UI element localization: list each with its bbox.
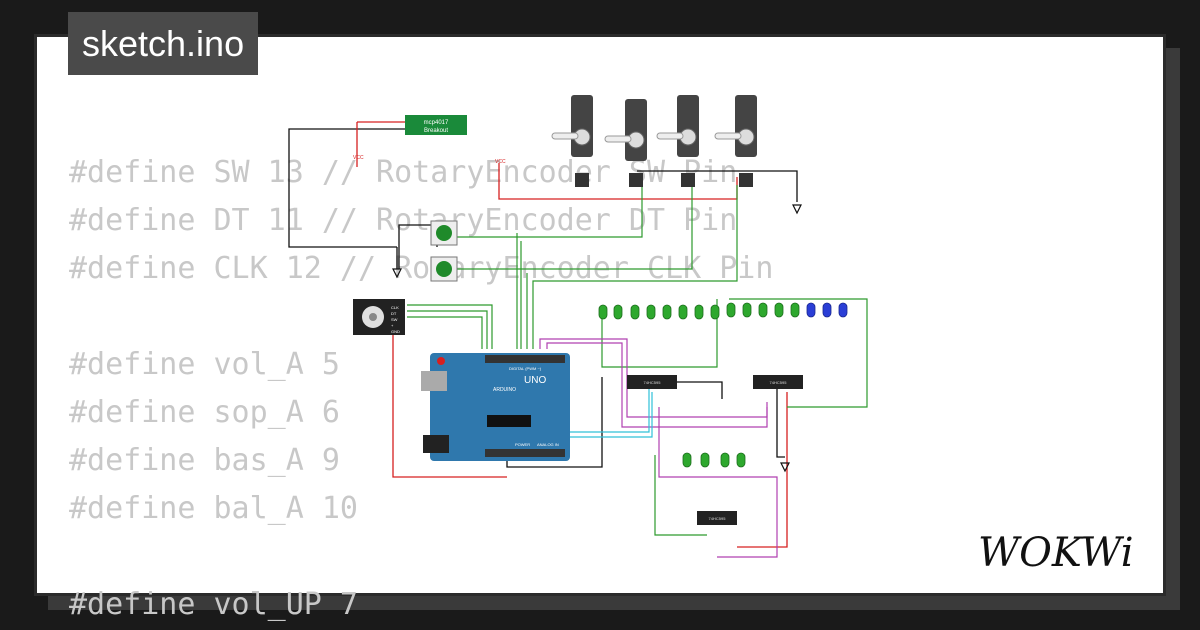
code-line: #define SW 13 // RotaryEncoder SW Pin — [69, 155, 738, 190]
board-label: UNO — [524, 375, 546, 386]
board-brand: ARDUINO — [493, 387, 516, 393]
servo-motors — [551, 95, 757, 187]
ground-symbols — [392, 204, 802, 473]
chip-label: 74HC595 — [770, 380, 788, 385]
code-line: #define bal_A 10 — [69, 491, 358, 526]
shift-register-chips: 74HC595 74HC595 74HC595 — [627, 375, 803, 525]
led-row-3 — [682, 452, 746, 468]
servo-1 — [551, 95, 593, 187]
push-buttons — [430, 220, 458, 282]
board-analog-label: ANALOG IN — [537, 442, 559, 447]
code-preview: #define SW 13 // RotaryEncoder SW Pin #de… — [69, 149, 773, 629]
arduino-uno-board: UNO ARDUINO DIGITAL (PWM ~) POWER ANALOG… — [421, 353, 570, 461]
encoder-pin-label: DT — [391, 311, 397, 316]
encoder-pin-label: CLK — [391, 305, 399, 310]
servo-4 — [714, 95, 757, 187]
code-line: #define DT 11 // RotaryEncoder DT Pin — [69, 203, 738, 238]
wokwi-logo: WOKWi — [978, 530, 1134, 576]
brand-logo-text: WOKWi — [978, 530, 1134, 576]
preview-card: #define SW 13 // RotaryEncoder SW Pin #de… — [34, 34, 1166, 622]
mcp4017-breakout: mcp4017 Breakout — [405, 115, 467, 135]
red-wires — [356, 121, 788, 548]
page-title: sketch.ino — [68, 12, 259, 75]
circuit-diagram: mcp4017 Breakout VCC VCC CLK DT SW + — [288, 95, 868, 558]
chip-label: 74HC595 — [644, 380, 662, 385]
rotary-encoder: CLK DT SW + GND — [353, 299, 405, 335]
encoder-pin-label: GND — [391, 329, 400, 334]
code-line: #define vol_UP 7 — [69, 587, 358, 622]
signal-wires — [537, 338, 778, 558]
code-line: #define sop_A 6 — [69, 395, 340, 430]
vcc-label: VCC — [495, 159, 506, 165]
board-power-label: POWER — [515, 442, 530, 447]
encoder-pin-label: SW — [391, 317, 398, 322]
led-row-2 — [726, 302, 848, 318]
green-wires — [407, 182, 868, 536]
chip-label: 74HC595 — [709, 516, 727, 521]
board-digital-label: DIGITAL (PWM ~) — [509, 366, 542, 371]
led-row-1 — [598, 304, 720, 320]
vcc-label: VCC — [353, 155, 364, 161]
code-line: #define vol_A 5 — [69, 347, 340, 382]
servo-2 — [604, 99, 647, 187]
encoder-pin-label: + — [391, 323, 394, 328]
code-line: #define bas_A 9 — [69, 443, 340, 478]
servo-3 — [656, 95, 699, 187]
breakout-label-1: mcp4017 — [424, 120, 449, 126]
breakout-label-2: Breakout — [424, 128, 448, 134]
